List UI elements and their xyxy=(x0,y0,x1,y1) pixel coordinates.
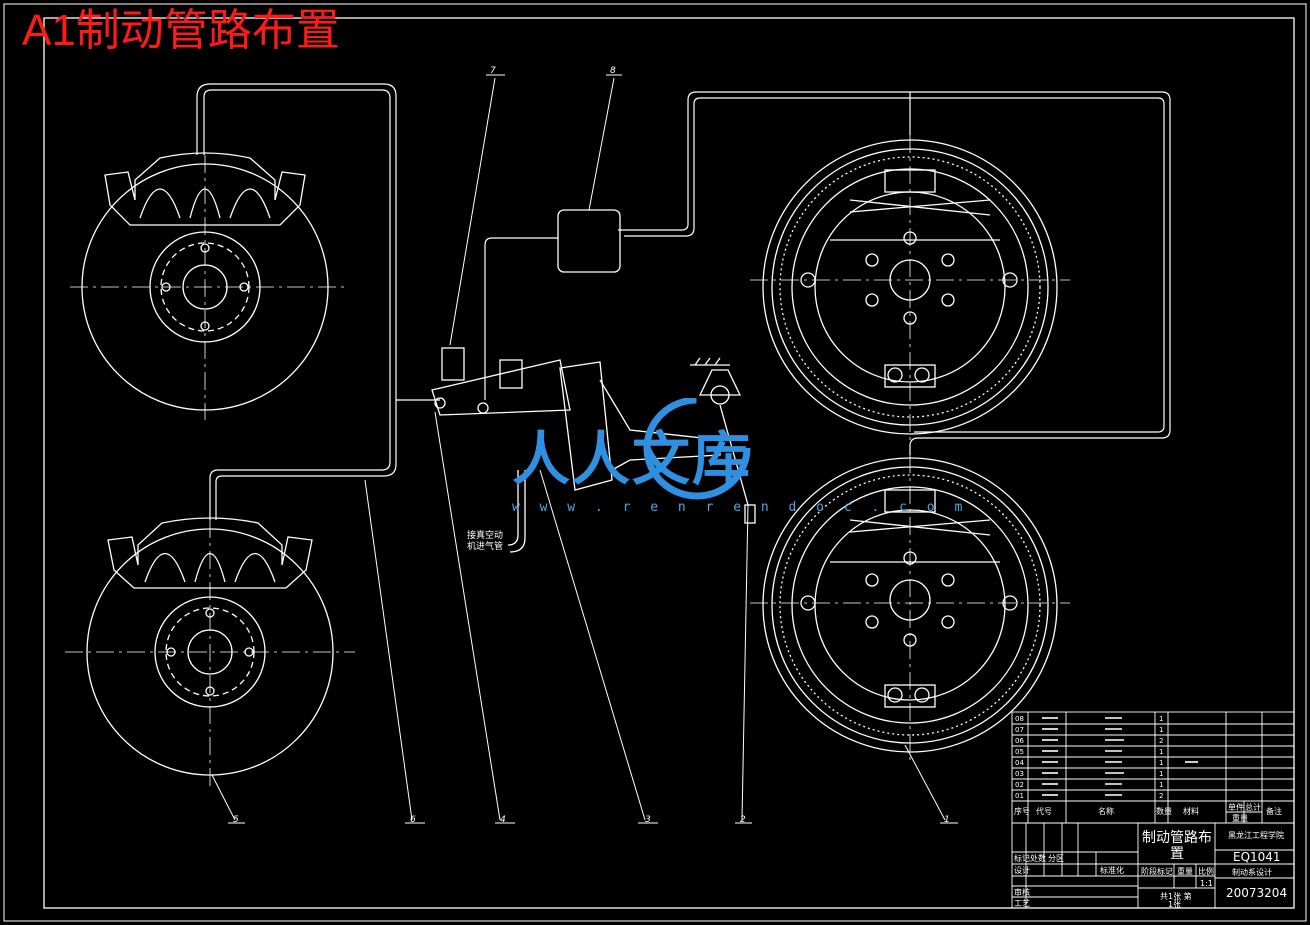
page-title: A1制动管路布置 xyxy=(22,4,340,58)
hdr-qty: 数量 xyxy=(1156,806,1172,816)
leader-lines xyxy=(211,74,958,824)
part-seq-01: 01 xyxy=(1015,792,1024,800)
inner-frame xyxy=(43,17,1295,909)
label-sheets: 共1张 第 xyxy=(1160,891,1192,901)
part-qty-07: 1 xyxy=(1159,726,1163,734)
master-cylinder-booster xyxy=(431,209,756,553)
callout-7: 7 xyxy=(490,66,496,76)
label-stage: 阶段标记 xyxy=(1141,866,1173,876)
callout-8: 8 xyxy=(610,66,616,76)
hdr-material: 材料 xyxy=(1183,806,1199,816)
label-design: 设计 xyxy=(1014,865,1030,875)
part-qty-01: 2 xyxy=(1159,792,1163,800)
part-qty-04: 1 xyxy=(1159,759,1163,767)
label-count: 处数 xyxy=(1030,853,1046,863)
disc-brake-upper xyxy=(70,152,345,420)
label-zone: 分区 xyxy=(1048,854,1064,863)
part-seq-03: 03 xyxy=(1015,770,1024,778)
watermark-logo-icon xyxy=(643,398,751,500)
part-seq-05: 05 xyxy=(1015,748,1024,756)
drum-brake-upper xyxy=(750,135,1070,440)
callout-5: 5 xyxy=(233,815,239,825)
subtitle: 制动系设计 xyxy=(1232,867,1272,877)
title-prefix: A1 xyxy=(22,6,76,55)
part-seq-07: 07 xyxy=(1015,726,1024,734)
illegible-cells xyxy=(1042,717,1198,796)
hdr-remark: 备注 xyxy=(1266,806,1282,816)
scale-value: 1:1 xyxy=(1200,879,1213,888)
label-mark: 标记 xyxy=(1014,853,1030,863)
callout-3: 3 xyxy=(645,815,651,825)
hdr-name: 名称 xyxy=(1098,806,1114,816)
disc-brake-lower xyxy=(65,517,355,790)
part-qty-06: 2 xyxy=(1159,737,1163,745)
hdr-unit-weight: 单件 xyxy=(1228,802,1244,812)
label-sheet: 1张 xyxy=(1168,900,1181,909)
label-std: 标准化 xyxy=(1100,865,1124,875)
drawing-name-2: 置 xyxy=(1170,846,1184,862)
drawing-name-1: 制动管路布 xyxy=(1142,830,1212,846)
label-review: 审核 xyxy=(1014,887,1030,897)
title-block xyxy=(1011,711,1295,909)
part-seq-04: 04 xyxy=(1015,759,1024,767)
hdr-weight: 重量 xyxy=(1232,813,1248,823)
callout-1: 1 xyxy=(944,815,950,825)
label-craft: 工艺 xyxy=(1014,899,1030,908)
part-qty-05: 1 xyxy=(1159,748,1163,756)
part-seq-06: 06 xyxy=(1015,737,1024,745)
part-seq-02: 02 xyxy=(1015,781,1024,789)
drum-brake-lower xyxy=(750,455,1070,760)
label-wt: 重量 xyxy=(1177,866,1193,876)
watermark-url: w w w . r e n r e n d o c . c o m xyxy=(512,500,969,515)
part-qty-02: 1 xyxy=(1159,781,1163,789)
callout-2: 2 xyxy=(740,815,746,825)
school-name: 黑龙江工程学院 xyxy=(1228,830,1284,840)
brake-pipelines xyxy=(196,83,1171,520)
hdr-code: 代号 xyxy=(1036,806,1052,816)
model-code: EQ1041 xyxy=(1233,850,1281,864)
hdr-total-weight: 总计 xyxy=(1245,802,1261,812)
outer-frame xyxy=(3,3,1307,922)
title-text: 制动管路布置 xyxy=(75,5,340,56)
hdr-seq: 序号 xyxy=(1014,806,1030,816)
part-qty-08: 1 xyxy=(1159,715,1163,723)
label-ratio: 比例 xyxy=(1198,866,1214,876)
note-line-2: 机进气管 xyxy=(467,540,503,552)
callout-4: 4 xyxy=(500,815,506,825)
part-seq-08: 08 xyxy=(1015,715,1024,723)
part-qty-03: 1 xyxy=(1159,770,1163,778)
callout-6: 6 xyxy=(410,815,416,825)
drawing-number: 20073204 xyxy=(1226,886,1287,900)
watermark-brand: 人人文库 xyxy=(512,425,753,493)
note-line-1: 接真空动 xyxy=(467,529,503,541)
